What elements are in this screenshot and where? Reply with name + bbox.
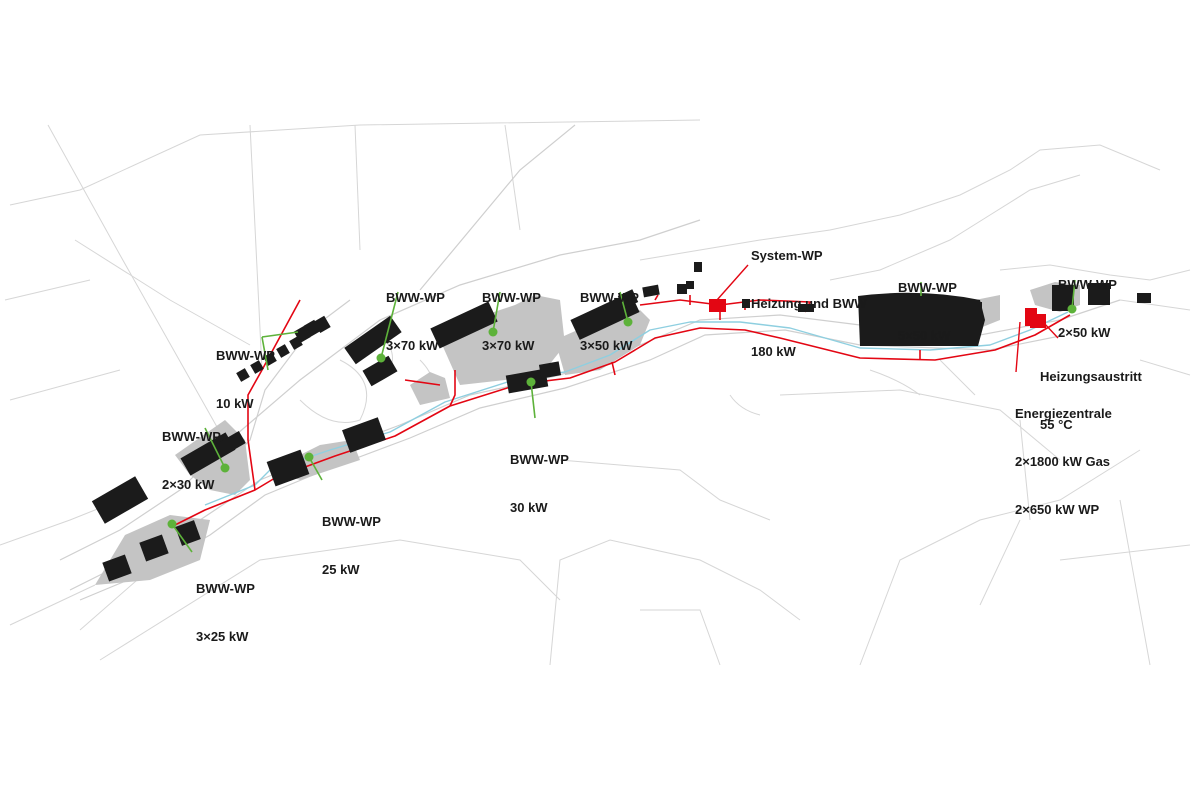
label-energy-center: Energiezentrale 2×1800 kW Gas 2×650 kW W… xyxy=(1015,406,1112,517)
marker-dot xyxy=(488,327,498,337)
label-hp-3x25: BWW-WP 3×25 kW xyxy=(196,581,255,644)
heat-pump-markers xyxy=(167,279,1077,553)
marker-dot xyxy=(526,377,536,387)
marker-dot xyxy=(623,317,633,327)
label-hp-2x30: BWW-WP 2×30 kW xyxy=(162,429,221,492)
label-system-wp: System-WP Heizung und BWW 180 kW xyxy=(751,248,867,359)
marker-dot xyxy=(167,519,177,529)
label-hp-3x70-a: BWW-WP 3×70 kW xyxy=(386,290,445,353)
background-lines xyxy=(0,119,1191,666)
label-hp-3x70-b: BWW-WP 3×70 kW xyxy=(482,290,541,353)
label-hp-3x50: BWW-WP 3×50 kW xyxy=(580,290,639,353)
label-hp-2x50: BWW-WP 2×50 kW xyxy=(1058,277,1117,340)
energy-facilities xyxy=(709,264,1059,373)
label-heating-outlet: Heizungsaustritt 55 °C xyxy=(1040,369,1142,432)
return-line xyxy=(204,311,1069,506)
label-hp-5x50: BWW-WP 5×50 kW xyxy=(898,280,957,343)
marker-dot xyxy=(1067,304,1077,314)
marker-dot xyxy=(304,452,314,462)
label-hp-30: BWW-WP 30 kW xyxy=(510,452,569,515)
system-heat-pump-marker xyxy=(709,299,726,312)
marker-dot xyxy=(376,353,386,363)
marker-dot xyxy=(220,463,230,473)
label-hp-25: BWW-WP 25 kW xyxy=(322,514,381,577)
buildings xyxy=(91,262,1151,582)
label-hp-10: BWW-WP 10 kW xyxy=(216,348,275,411)
